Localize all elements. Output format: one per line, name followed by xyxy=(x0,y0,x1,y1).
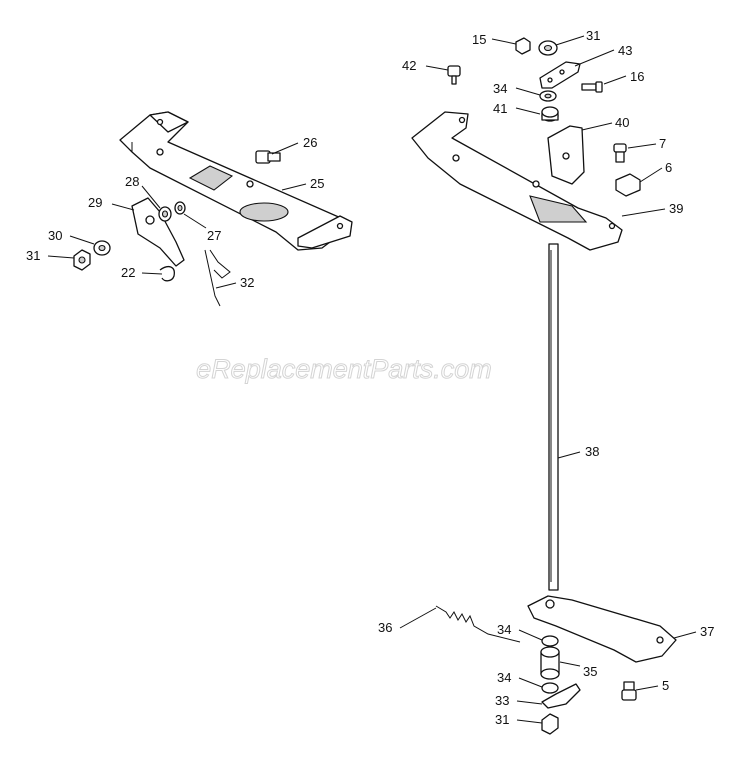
callout-6: 6 xyxy=(665,160,672,175)
bushing-part-35 xyxy=(540,646,560,680)
callout-labels: 15 31 43 42 16 34 41 40 7 6 39 26 25 28 … xyxy=(26,28,714,727)
spring-part-36 xyxy=(435,605,521,643)
lever-part-43 xyxy=(539,61,581,89)
callout-15: 15 xyxy=(472,32,486,47)
bracket-part-40 xyxy=(547,125,585,185)
callout-28: 28 xyxy=(125,174,139,189)
callout-34: 34 xyxy=(493,81,507,96)
callout-35: 35 xyxy=(583,664,597,679)
callout-34: 34 xyxy=(497,670,511,685)
callout-25: 25 xyxy=(310,176,324,191)
callout-34: 34 xyxy=(497,622,511,637)
rod-part-38 xyxy=(548,243,559,591)
spring-link-part-32 xyxy=(204,249,231,307)
callout-26: 26 xyxy=(303,135,317,150)
callout-31: 31 xyxy=(586,28,600,43)
callout-22: 22 xyxy=(121,265,135,280)
right-bracket-part-39 xyxy=(411,111,623,251)
callout-29: 29 xyxy=(88,195,102,210)
washer-part-34-mid xyxy=(541,635,559,647)
callout-39: 39 xyxy=(669,201,683,216)
callout-30: 30 xyxy=(48,228,62,243)
clip-part-6 xyxy=(615,173,641,197)
nut-part-31-top xyxy=(538,40,558,56)
callout-31: 31 xyxy=(495,712,509,727)
washer-part-28 xyxy=(158,206,172,222)
callout-37: 37 xyxy=(700,624,714,639)
leader-lines xyxy=(47,35,697,724)
clip-part-22 xyxy=(159,265,175,282)
lever-part-29 xyxy=(131,197,185,267)
arm-part-33 xyxy=(541,683,581,709)
washer-part-30 xyxy=(93,240,111,256)
screw-part-16 xyxy=(581,81,603,93)
callout-33: 33 xyxy=(495,693,509,708)
screw-part-42 xyxy=(447,65,461,85)
callout-38: 38 xyxy=(585,444,599,459)
left-bracket-part-25 xyxy=(119,111,353,251)
callout-36: 36 xyxy=(378,620,392,635)
screw-part-5 xyxy=(621,681,637,701)
callout-42: 42 xyxy=(402,58,416,73)
plate-part-37 xyxy=(527,595,677,663)
callout-31: 31 xyxy=(26,248,40,263)
screw-part-7 xyxy=(613,143,627,163)
callout-16: 16 xyxy=(630,69,644,84)
callout-40: 40 xyxy=(615,115,629,130)
washer-part-27 xyxy=(174,201,186,215)
spacer-part-41 xyxy=(541,106,559,122)
callout-43: 43 xyxy=(618,43,632,58)
callout-41: 41 xyxy=(493,101,507,116)
callout-27: 27 xyxy=(207,228,221,243)
callout-7: 7 xyxy=(659,136,666,151)
callout-5: 5 xyxy=(662,678,669,693)
nut-part-15 xyxy=(515,37,531,55)
nut-part-31-left xyxy=(73,249,91,271)
nut-part-31-bottom xyxy=(541,713,559,735)
watermark-text: eReplacementParts.com xyxy=(196,354,492,384)
washer-part-34-low xyxy=(541,682,559,694)
bolt-part-26 xyxy=(255,150,281,164)
washer-part-34-top xyxy=(539,90,557,102)
callout-32: 32 xyxy=(240,275,254,290)
